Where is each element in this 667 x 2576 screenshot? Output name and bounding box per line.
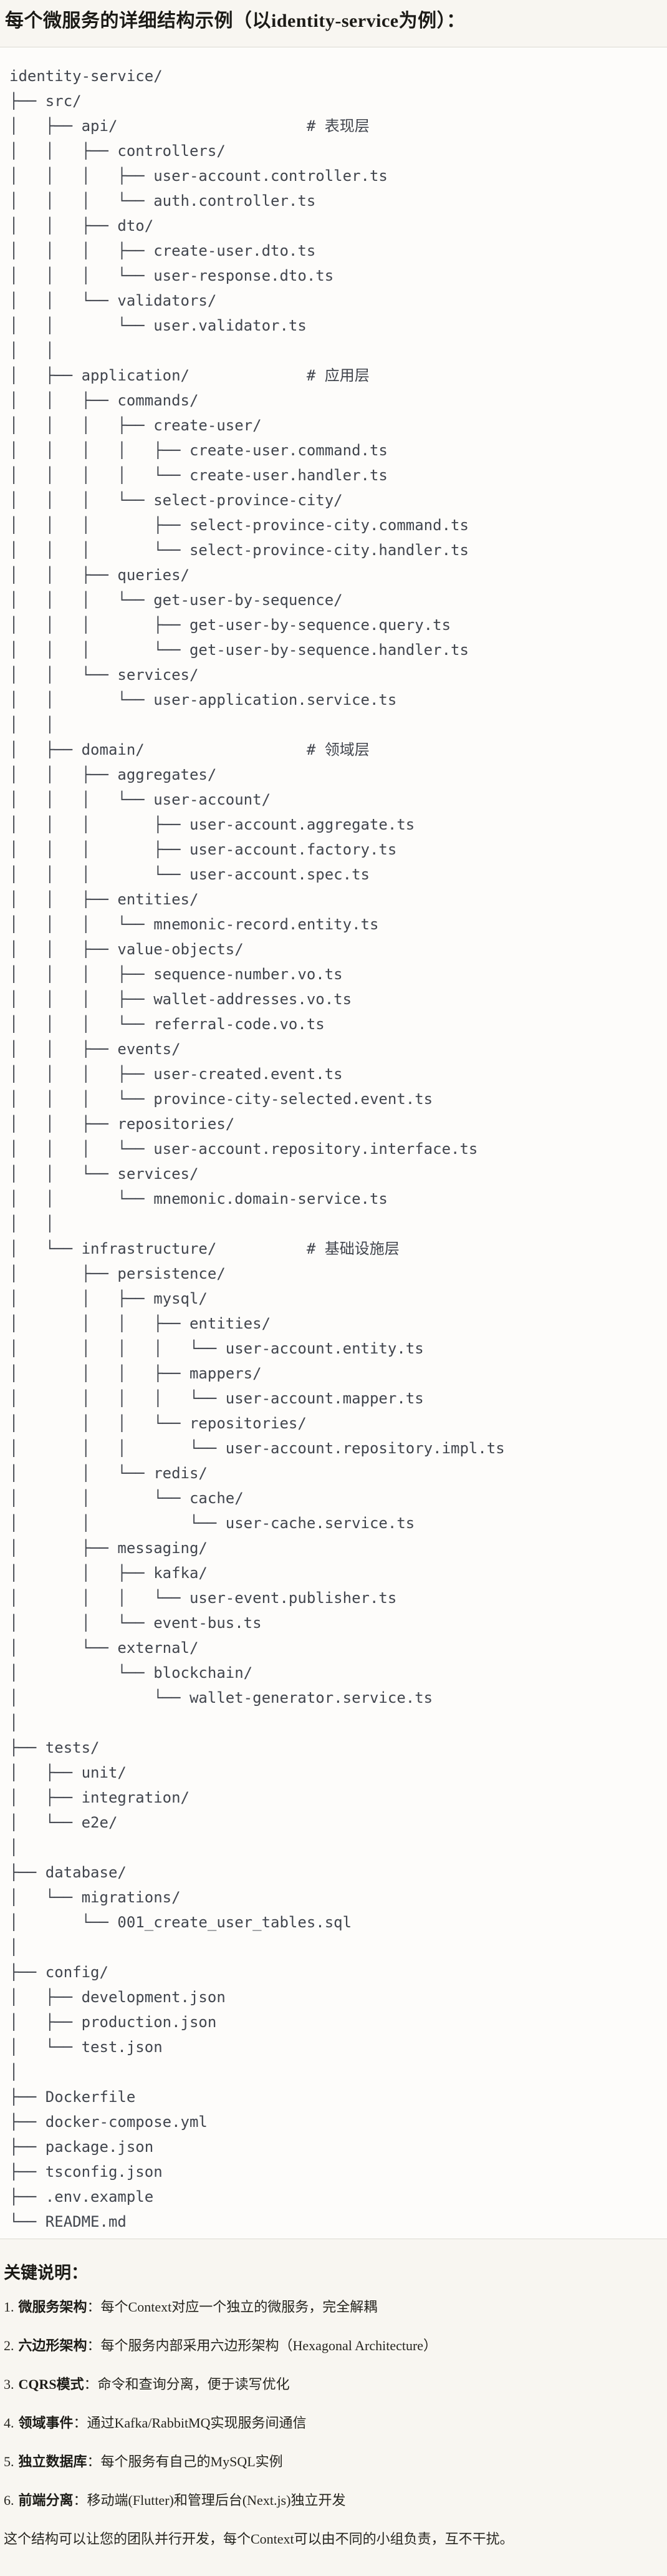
- note-item-label: CQRS模式: [18, 2376, 84, 2392]
- page-title: 每个微服务的详细结构示例（以identity-service为例）：: [5, 11, 466, 31]
- note-item-label: 六边形架构: [18, 2338, 87, 2353]
- note-item-separator: ：: [73, 2415, 87, 2431]
- note-item-label: 领域事件: [18, 2415, 74, 2431]
- note-item-label: 独立数据库: [18, 2454, 87, 2469]
- note-item-text: 命令和查询分离，便于读写优化: [97, 2376, 290, 2392]
- notes-section: 关键说明： 1.微服务架构：每个Context对应一个独立的微服务，完全解耦 2…: [0, 2262, 667, 2549]
- directory-tree-code-block: identity-service/ ├── src/ │ ├── api/ # …: [0, 47, 667, 2239]
- note-item-number: 3.: [4, 2376, 14, 2392]
- note-item-number: 5.: [4, 2454, 14, 2469]
- note-item-separator: ：: [73, 2492, 87, 2508]
- note-item-number: 6.: [4, 2492, 14, 2508]
- note-item-independent-db: 5. 独立数据库：每个服务有自己的MySQL实例: [4, 2453, 662, 2471]
- note-item-microservices: 1.微服务架构：每个Context对应一个独立的微服务，完全解耦: [4, 2298, 662, 2317]
- note-item-frontend-separation: 6.前端分离：移动端(Flutter)和管理后台(Next.js)独立开发: [4, 2491, 662, 2510]
- note-item-separator: ：: [84, 2376, 98, 2392]
- note-item-separator: ：: [87, 2454, 101, 2469]
- closing-paragraph: 这个结构可以让您的团队并行开发，每个Context可以由不同的小组负责，互不干扰…: [4, 2531, 514, 2547]
- note-item-separator: ：: [87, 2338, 101, 2353]
- note-item-number: 1.: [4, 2299, 14, 2315]
- note-item-text: 每个Context对应一个独立的微服务，完全解耦: [100, 2299, 378, 2315]
- note-item-text: 每个服务有自己的MySQL实例: [100, 2454, 283, 2469]
- note-item-text: 移动端(Flutter)和管理后台(Next.js)独立开发: [87, 2492, 346, 2508]
- note-item-text: 每个服务内部采用六边形架构（Hexagonal Architecture）: [100, 2338, 438, 2353]
- note-item-number: 2.: [4, 2338, 14, 2353]
- note-item-label: 微服务架构: [18, 2299, 87, 2315]
- notes-heading: 关键说明：: [4, 2264, 88, 2282]
- note-item-cqrs: 3.CQRS模式：命令和查询分离，便于读写优化: [4, 2375, 662, 2394]
- note-item-hexagonal: 2. 六边形架构：每个服务内部采用六边形架构（Hexagonal Architec…: [4, 2336, 662, 2355]
- directory-tree: identity-service/ ├── src/ │ ├── api/ # …: [9, 67, 505, 2230]
- note-item-text: 通过Kafka/RabbitMQ实现服务间通信: [87, 2415, 307, 2431]
- note-item-label: 前端分离: [18, 2492, 74, 2508]
- note-item-domain-events: 4.领域事件：通过Kafka/RabbitMQ实现服务间通信: [4, 2414, 662, 2433]
- note-item-number: 4.: [4, 2415, 14, 2431]
- note-item-separator: ：: [87, 2299, 101, 2315]
